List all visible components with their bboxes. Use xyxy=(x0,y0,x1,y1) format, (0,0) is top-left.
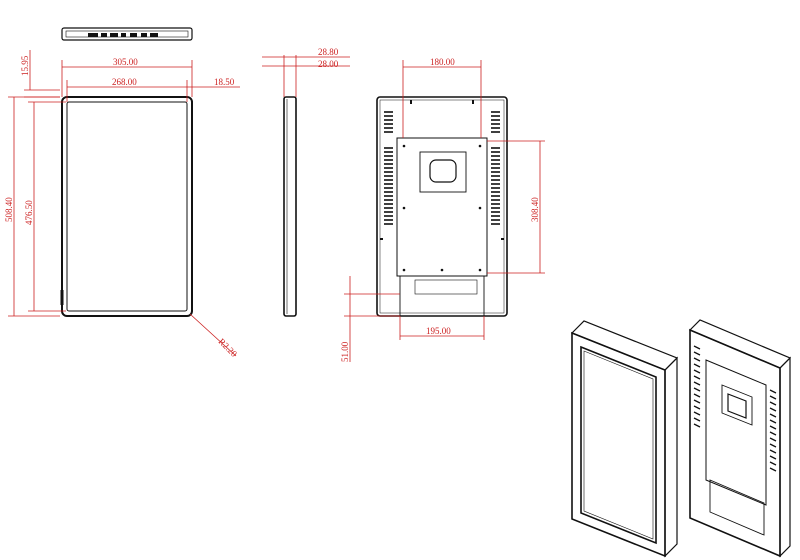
dim-rear-bracket-height: 308.40 xyxy=(530,197,540,222)
side-dimensions: 28.80 28.00 xyxy=(262,47,350,97)
dim-rear-bottom-span: 195.00 xyxy=(426,326,451,336)
dim-side-depth-inner: 28.00 xyxy=(318,59,339,69)
front-screen-area xyxy=(66,101,188,312)
front-outer-frame xyxy=(61,96,193,317)
rear-dimensions: 180.00 308.40 195.00 51.00 xyxy=(340,57,545,362)
dim-rear-top-span: 180.00 xyxy=(430,57,455,67)
dim-right-bezel: 18.50 xyxy=(214,77,235,87)
isometric-front-view xyxy=(570,320,679,558)
rear-view xyxy=(376,96,508,317)
rear-bottom-panel xyxy=(399,275,485,317)
isometric-rear-view xyxy=(688,319,792,558)
dim-height-outer: 508.40 xyxy=(4,197,14,222)
dim-rear-bottom-offset: 51.00 xyxy=(340,341,350,362)
rear-vents-left xyxy=(384,111,393,225)
dim-top-thickness: 15.95 xyxy=(20,55,30,76)
front-view xyxy=(60,96,193,317)
rear-mount-plate xyxy=(396,137,488,277)
dim-side-depth-outer: 28.80 xyxy=(318,47,339,57)
top-view xyxy=(61,27,193,41)
rear-vents-right xyxy=(491,111,500,225)
front-dimensions: 15.95 305.00 268.00 18.50 508.40 476.50 … xyxy=(4,50,240,359)
top-view-ports xyxy=(88,33,158,37)
dim-width-inner: 268.00 xyxy=(112,77,137,87)
dim-height-inner: 476.50 xyxy=(24,200,34,225)
dim-width-outer: 305.00 xyxy=(113,57,138,67)
rear-vesa-cutout xyxy=(419,151,467,193)
side-view xyxy=(283,96,297,317)
